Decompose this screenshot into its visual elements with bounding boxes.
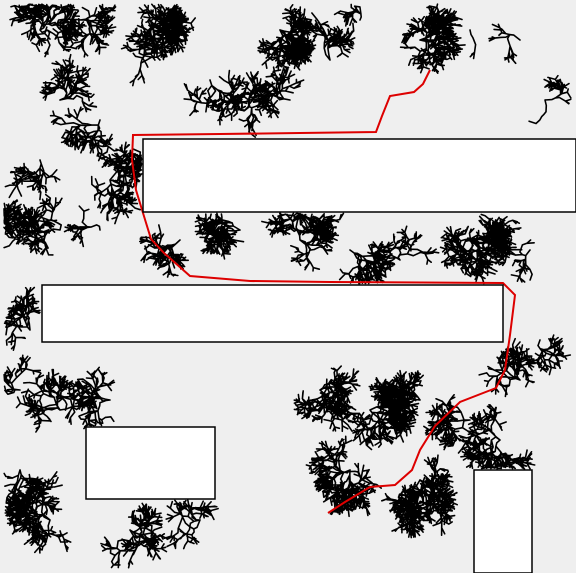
obstacle-bottom-right bbox=[474, 470, 532, 573]
obstacle-bottom-left bbox=[86, 427, 215, 499]
obstacle-middle bbox=[42, 285, 503, 342]
obstacle-top-right bbox=[143, 139, 576, 212]
